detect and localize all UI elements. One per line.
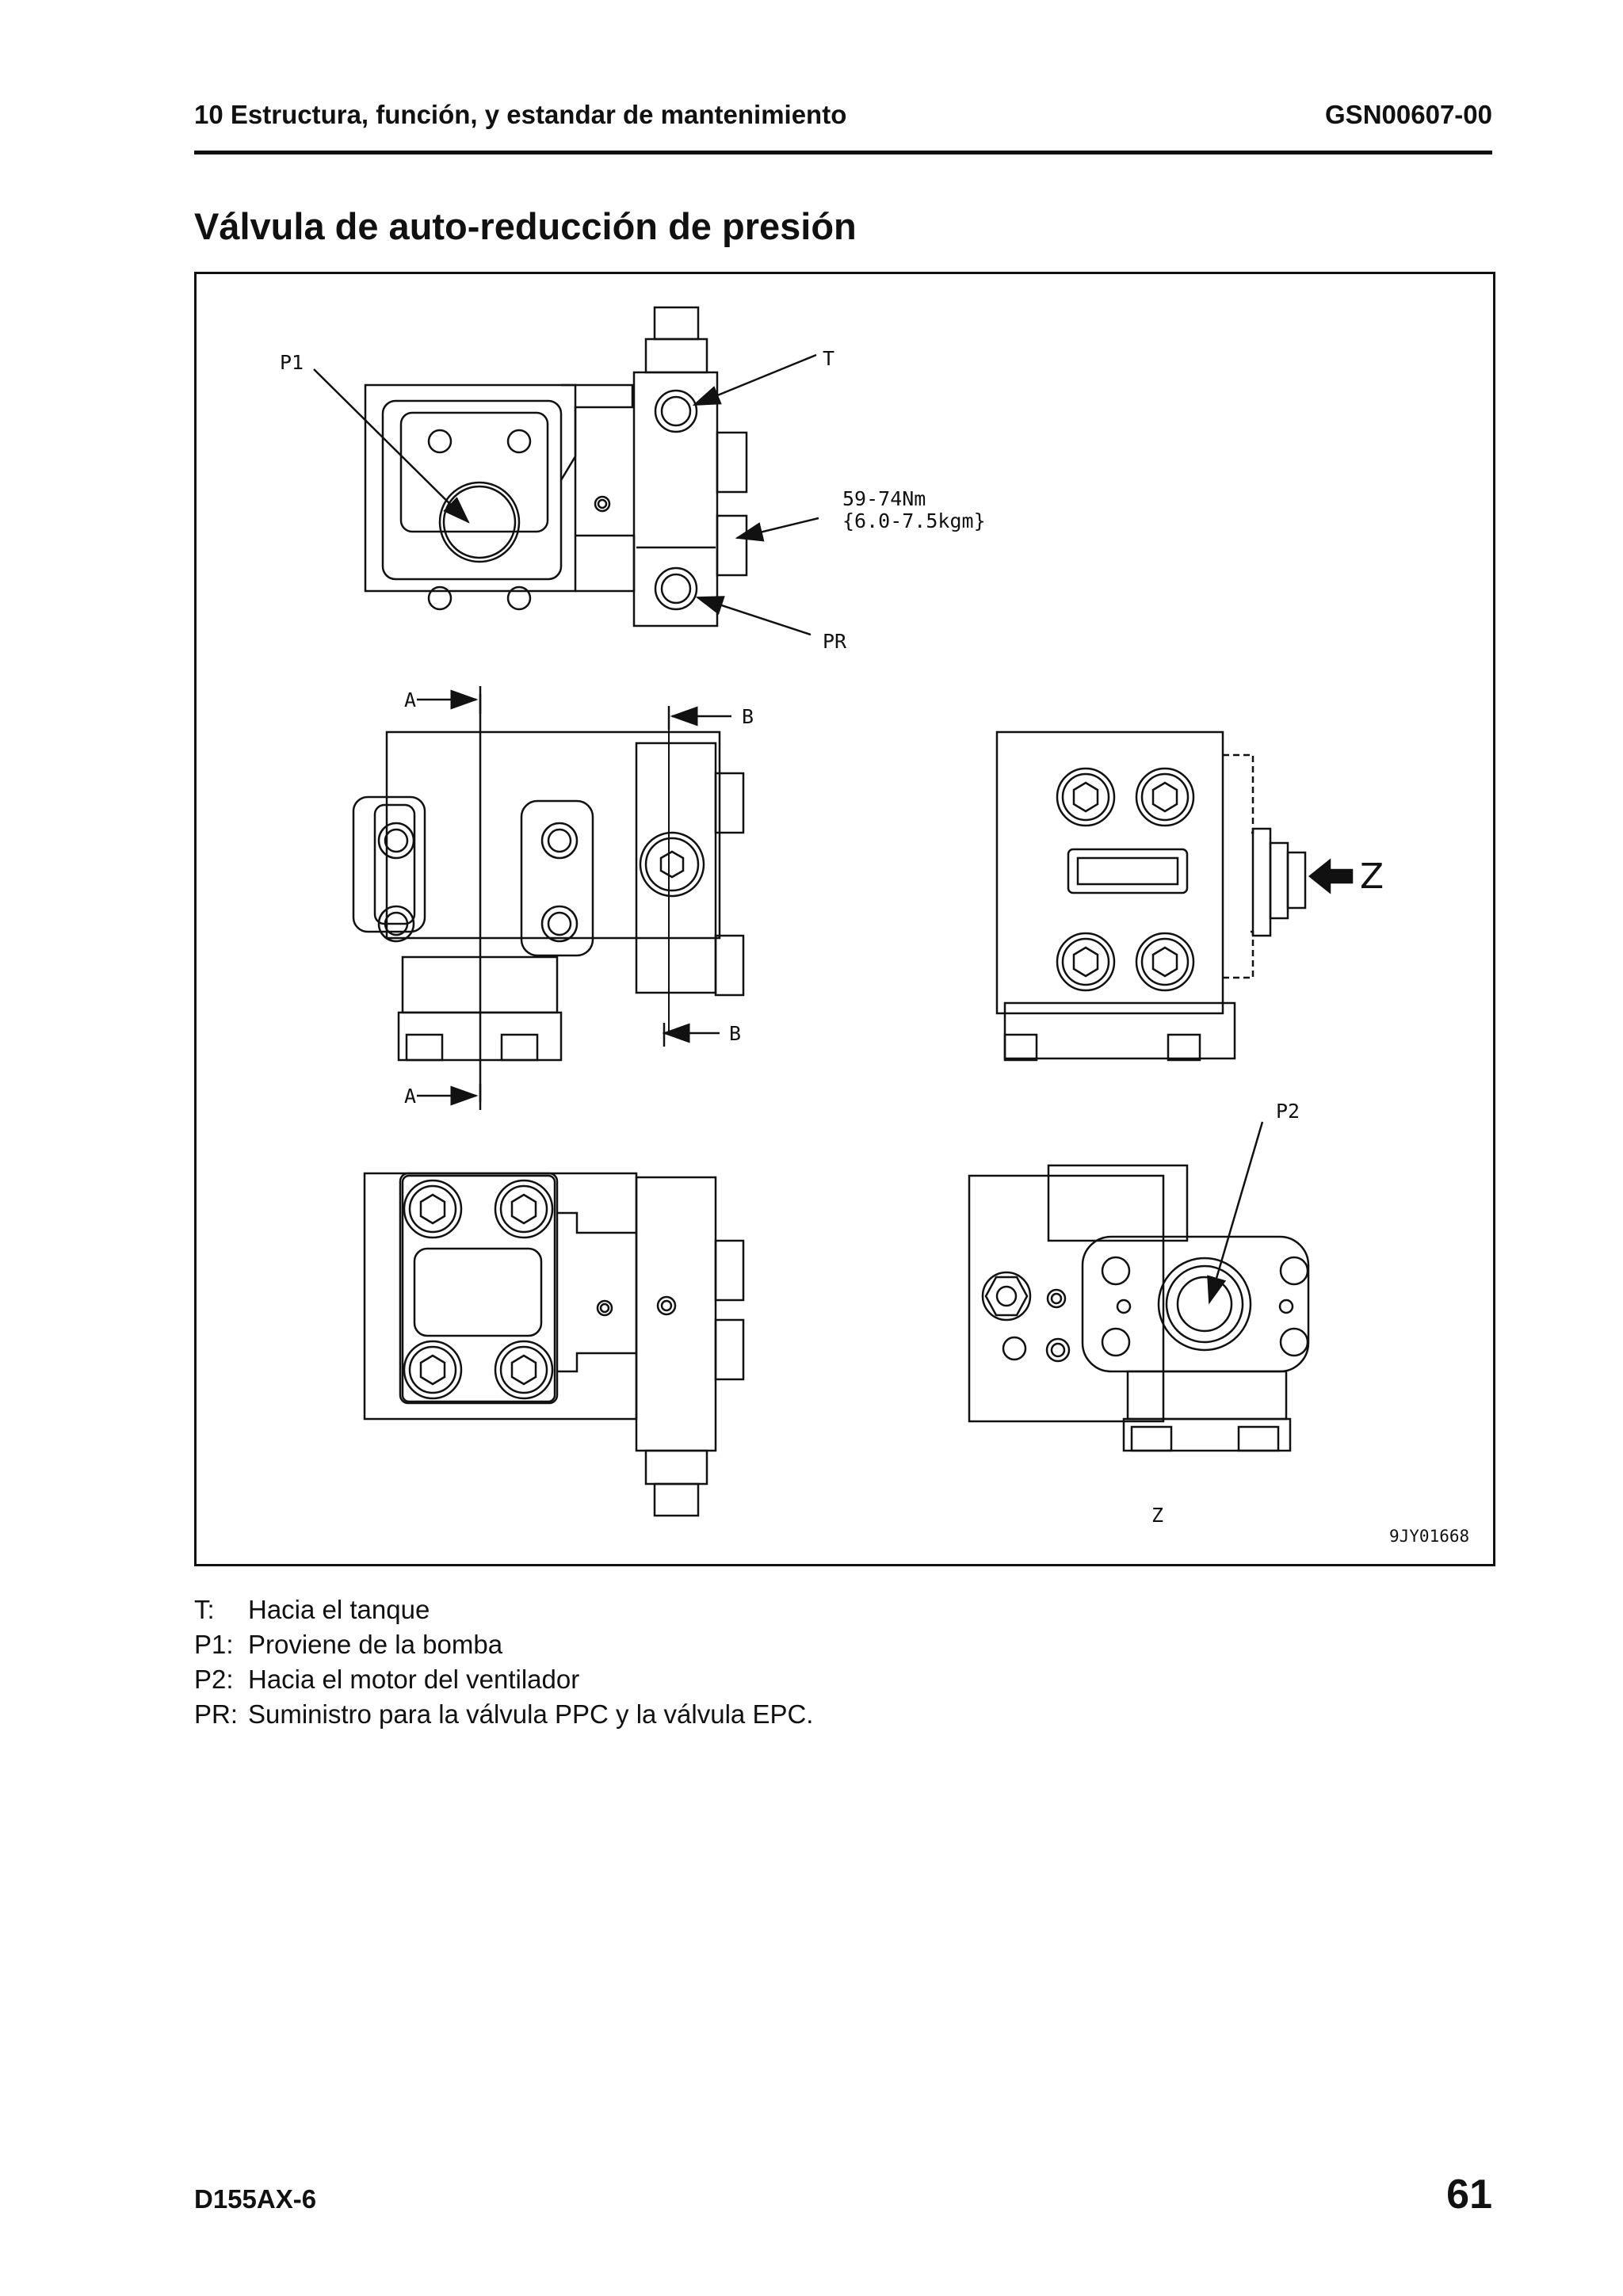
label-p2: P2 — [1276, 1100, 1300, 1123]
label-z-arrow: Z — [1360, 856, 1384, 897]
header-doc-code: GSN00607-00 — [1325, 100, 1492, 129]
figure-code: 9JY01668 — [1389, 1527, 1469, 1546]
front-view — [995, 730, 1354, 1062]
label-a-top: A — [404, 688, 416, 711]
legend-text: Hacia el tanque — [248, 1595, 430, 1624]
label-p1: P1 — [280, 351, 304, 374]
label-pr: PR — [823, 630, 847, 653]
legend: T: Hacia el tanque P1: Proviene de la bo… — [194, 1592, 819, 1732]
legend-item: T: Hacia el tanque — [194, 1592, 819, 1627]
legend-text: Hacia el motor del ventilador — [248, 1665, 580, 1694]
z-view — [968, 1121, 1310, 1452]
legend-text: Proviene de la bomba — [248, 1630, 503, 1659]
bottom-view — [363, 1172, 745, 1517]
page-title: Válvula de auto-reducción de presión — [194, 205, 857, 247]
label-torque-kgm: {6.0-7.5kgm} — [842, 509, 986, 532]
side-view — [352, 686, 745, 1110]
label-a-bottom: A — [404, 1085, 416, 1108]
label-b-top: B — [742, 705, 754, 728]
header-section-title: 10 Estructura, función, y estandar de ma… — [194, 100, 847, 129]
valve-drawing-figure: P1 T 59-74Nm {6.0-7.5kgm} PR A B B A Z P… — [194, 272, 1495, 1566]
top-view — [313, 306, 819, 636]
legend-text: Suministro para la válvula PPC y la válv… — [248, 1699, 814, 1729]
page-number: 61 — [1446, 2172, 1492, 2218]
header-rule — [194, 151, 1492, 154]
footer-model: D155AX-6 — [194, 2184, 317, 2214]
valve-drawing: P1 T 59-74Nm {6.0-7.5kgm} PR A B B A Z P… — [280, 306, 1469, 1546]
legend-key: PR: — [194, 1699, 239, 1729]
legend-item: PR: Suministro para la válvula PPC y la … — [194, 1697, 819, 1732]
legend-key: P2: — [194, 1665, 234, 1694]
legend-key: T: — [194, 1595, 215, 1624]
label-z-bottom: Z — [1151, 1504, 1163, 1527]
label-t: T — [823, 347, 834, 370]
label-torque-nm: 59-74Nm — [842, 487, 926, 510]
label-b-bottom: B — [729, 1022, 741, 1045]
legend-item: P2: Hacia el motor del ventilador — [194, 1662, 819, 1697]
legend-key: P1: — [194, 1630, 234, 1659]
legend-item: P1: Proviene de la bomba — [194, 1627, 819, 1662]
